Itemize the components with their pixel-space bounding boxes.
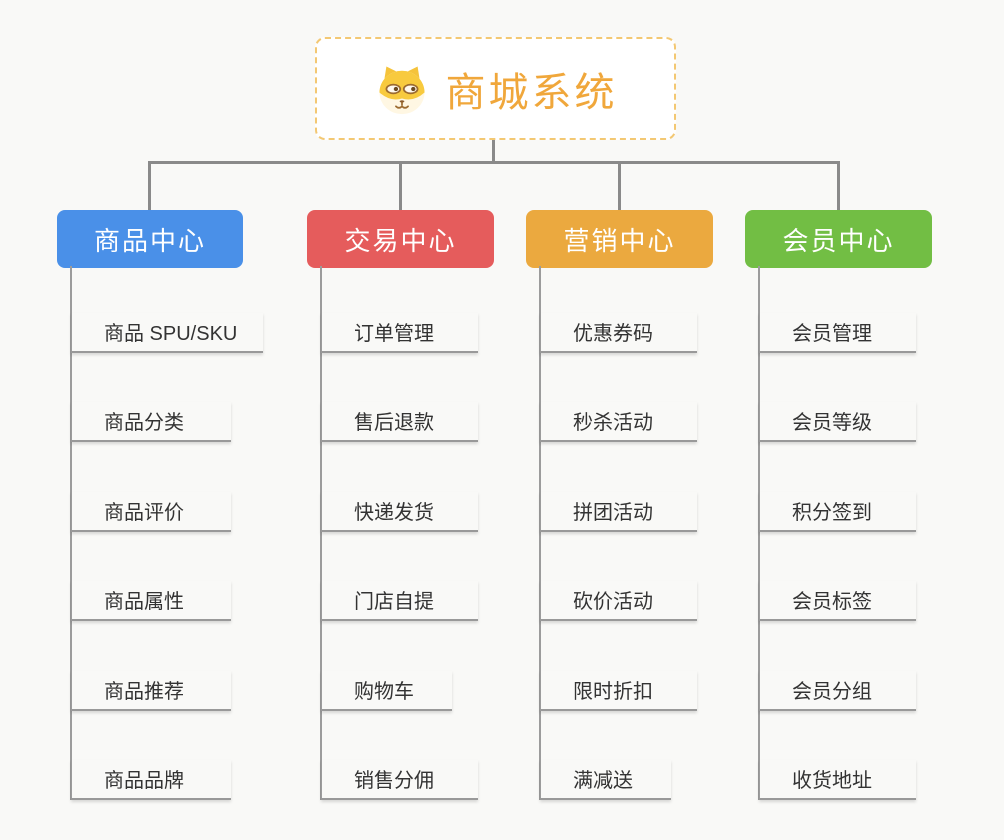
leaf-product-attribute[interactable]: 商品属性 xyxy=(71,581,231,621)
leaf-bargain-activity[interactable]: 砍价活动 xyxy=(540,581,697,621)
leaf-flash-sale[interactable]: 秒杀活动 xyxy=(540,402,697,442)
leaf-group-buy[interactable]: 拼团活动 xyxy=(540,492,697,532)
leaf-product-spu-sku[interactable]: 商品 SPU/SKU xyxy=(71,313,263,353)
dog-face-icon xyxy=(378,65,425,114)
connector-drop-branch-1 xyxy=(148,161,151,210)
leaf-member-management[interactable]: 会员管理 xyxy=(759,313,916,353)
leaf-aftersale-refund[interactable]: 售后退款 xyxy=(321,402,478,442)
connector-drop-branch-2 xyxy=(399,161,402,210)
leaf-points-checkin[interactable]: 积分签到 xyxy=(759,492,916,532)
root-node[interactable]: 商城系统 xyxy=(315,37,676,140)
connector-root-stem xyxy=(492,140,495,163)
connector-drop-branch-4 xyxy=(837,161,840,210)
leaf-product-recommend[interactable]: 商品推荐 xyxy=(71,671,231,711)
branch-marketing-center[interactable]: 营销中心 xyxy=(526,210,713,268)
leaf-product-brand[interactable]: 商品品牌 xyxy=(71,760,231,800)
branch-product-center[interactable]: 商品中心 xyxy=(57,210,243,268)
leaf-store-pickup[interactable]: 门店自提 xyxy=(321,581,478,621)
spine-branch-4 xyxy=(758,266,760,800)
leaf-member-tag[interactable]: 会员标签 xyxy=(759,581,916,621)
spine-branch-1 xyxy=(70,266,72,800)
leaf-shipping-address[interactable]: 收货地址 xyxy=(759,760,916,800)
branch-member-center[interactable]: 会员中心 xyxy=(745,210,932,268)
leaf-product-review[interactable]: 商品评价 xyxy=(71,492,231,532)
leaf-member-group[interactable]: 会员分组 xyxy=(759,671,916,711)
leaf-spend-save[interactable]: 满减送 xyxy=(540,760,671,800)
leaf-limited-time-discount[interactable]: 限时折扣 xyxy=(540,671,697,711)
spine-branch-2 xyxy=(320,266,322,800)
leaf-sales-commission[interactable]: 销售分佣 xyxy=(321,760,478,800)
leaf-express-delivery[interactable]: 快递发货 xyxy=(321,492,478,532)
branch-trade-center[interactable]: 交易中心 xyxy=(307,210,494,268)
leaf-order-management[interactable]: 订单管理 xyxy=(321,313,478,353)
connector-drop-branch-3 xyxy=(618,161,621,210)
leaf-member-level[interactable]: 会员等级 xyxy=(759,402,916,442)
connector-horizontal-bar xyxy=(148,161,839,164)
leaf-coupon-code[interactable]: 优惠券码 xyxy=(540,313,697,353)
leaf-product-category[interactable]: 商品分类 xyxy=(71,402,231,442)
root-title: 商城系统 xyxy=(445,70,618,115)
leaf-shopping-cart[interactable]: 购物车 xyxy=(321,671,452,711)
spine-branch-3 xyxy=(539,266,541,800)
